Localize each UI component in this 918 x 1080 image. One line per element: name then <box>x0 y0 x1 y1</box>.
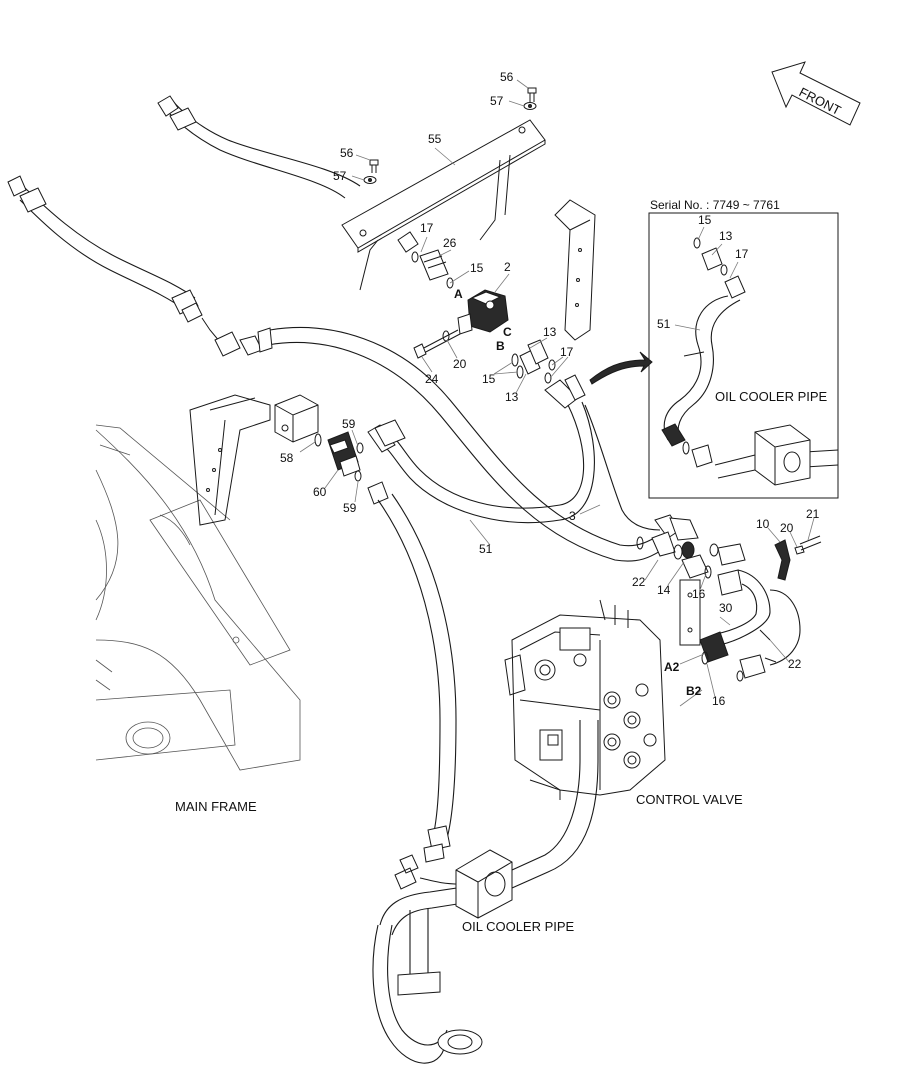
part-label: 56 <box>340 146 354 160</box>
port-label-b2: B2 <box>686 684 702 698</box>
part-number-labels: 56 57 55 56 57 17 26 15 2 13 17 20 24 15… <box>280 70 820 708</box>
part-label: 58 <box>280 451 294 465</box>
upright-bracket <box>554 199 596 341</box>
part-label: 20 <box>453 357 467 371</box>
port-label-a2: A2 <box>664 660 680 674</box>
part-label: 26 <box>443 236 457 250</box>
port-label-a: A <box>454 287 463 301</box>
inset-pointer-arrow <box>589 351 653 385</box>
hose-lines <box>7 95 663 562</box>
oil-cooler-pipe-caption: OIL COOLER PIPE <box>462 919 575 934</box>
part-label: 13 <box>543 325 557 339</box>
part-label: 2 <box>504 260 511 274</box>
part-label: 20 <box>780 521 794 535</box>
tee-fitting-60 <box>314 431 364 482</box>
main-frame-drawing <box>95 424 301 771</box>
front-arrow: FRONT <box>771 61 861 126</box>
plate-55 <box>341 119 546 291</box>
oil-cooler-pipe-bottom <box>372 720 599 1064</box>
port-label-c: C <box>503 325 512 339</box>
part-label: 59 <box>342 417 356 431</box>
part-label: 15 <box>482 372 496 386</box>
part-label: 57 <box>490 94 504 108</box>
part-label: 16 <box>692 587 706 601</box>
port-label-b: B <box>496 339 505 353</box>
part-label: 55 <box>428 132 442 146</box>
frame-bracket <box>189 394 319 526</box>
part-label: 3 <box>569 509 576 523</box>
leader-lines <box>299 79 815 707</box>
part-label: 59 <box>343 501 357 515</box>
part-label: 15 <box>470 261 484 275</box>
bolt-56-top <box>523 87 537 110</box>
part-label: 22 <box>632 575 646 589</box>
bolt-56-left <box>363 159 379 184</box>
part-label: 60 <box>313 485 327 499</box>
inset-label-15: 15 <box>698 213 712 227</box>
serial-number: Serial No. : 7749 ~ 7761 <box>650 198 780 212</box>
control-valve-caption: CONTROL VALVE <box>636 792 743 807</box>
valve-assembly-2 <box>397 231 586 409</box>
inset-oil-cooler-label: OIL COOLER PIPE <box>715 389 828 404</box>
hose-51 <box>367 401 661 531</box>
part-label: 30 <box>719 601 733 615</box>
pipe-30-assembly <box>636 514 822 682</box>
part-label: 56 <box>500 70 514 84</box>
control-valve-body <box>504 599 666 800</box>
part-label: 14 <box>657 583 671 597</box>
serial-inset: Serial No. : 7749 ~ 7761 OIL COOLER PIPE… <box>648 198 839 499</box>
part-label: 21 <box>806 507 820 521</box>
inset-label-51: 51 <box>657 317 671 331</box>
part-label: 22 <box>788 657 802 671</box>
part-label: 51 <box>479 542 493 556</box>
port-labels: A B C A2 B2 <box>454 287 702 698</box>
part-label: 10 <box>756 517 770 531</box>
part-label: 13 <box>505 390 519 404</box>
inset-label-17: 17 <box>735 247 749 261</box>
part-label: 17 <box>420 221 434 235</box>
hose-to-cooler <box>367 481 457 863</box>
part-label: 17 <box>560 345 574 359</box>
part-label: 24 <box>425 372 439 386</box>
part-label: 16 <box>712 694 726 708</box>
part-label: 57 <box>333 169 347 183</box>
inset-label-13: 13 <box>719 229 733 243</box>
main-frame-caption: MAIN FRAME <box>175 799 257 814</box>
